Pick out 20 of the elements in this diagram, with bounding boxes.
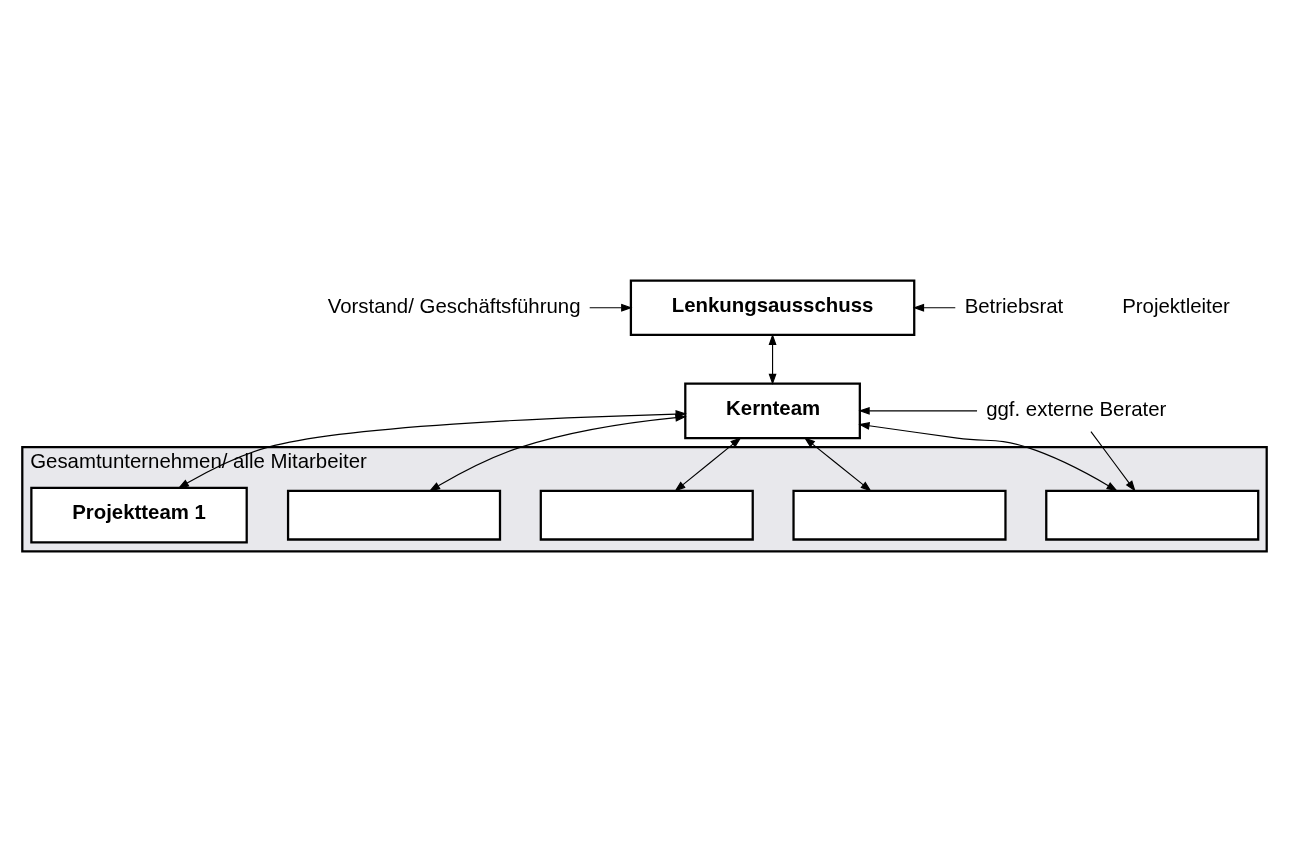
arrow: [674, 437, 742, 492]
arrow: [803, 437, 872, 492]
node-box: Projektteam 1: [30, 486, 248, 544]
node-box: [792, 489, 1007, 541]
node-box: [1045, 489, 1260, 541]
node-box: Lenkungsausschuss: [629, 279, 916, 337]
arrow: [1090, 431, 1136, 492]
node-box: Kernteam: [684, 382, 861, 440]
arrow: [428, 413, 687, 492]
arrow: [589, 303, 633, 312]
arrow: [768, 333, 777, 386]
label: Projektleiter: [1122, 294, 1230, 317]
node-box: [539, 489, 754, 541]
node-text: ggf. externe Berater: [986, 397, 1167, 420]
node-text: Vorstand/ Geschäftsführung: [327, 294, 581, 317]
arrow: [912, 303, 956, 312]
node-box: [286, 489, 502, 541]
arrow: [858, 421, 1118, 492]
node-text: Betriebsrat: [964, 294, 1064, 317]
arrow: [858, 406, 978, 415]
